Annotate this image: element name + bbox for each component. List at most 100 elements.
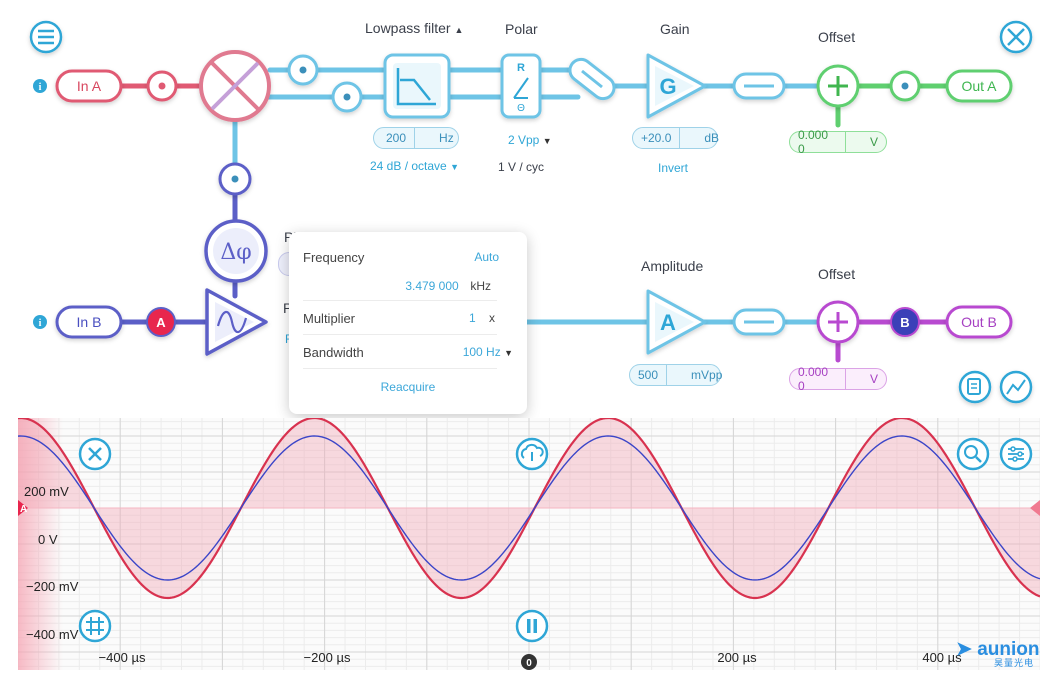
lowpass-icon[interactable] xyxy=(383,53,451,119)
output-a-label: Out A xyxy=(961,78,997,94)
gain-icon[interactable]: G xyxy=(646,53,707,119)
notes-icon[interactable] xyxy=(958,370,992,404)
info-icon[interactable]: i xyxy=(33,315,47,329)
waveform-chart: A0 xyxy=(18,418,1040,670)
brand-subtitle: 昊量光电 xyxy=(994,658,1035,668)
oscillator-popup: Frequency Auto 3.479 000 kHz Multiplier … xyxy=(289,232,527,414)
svg-text:G: G xyxy=(659,74,676,99)
upload-icon-cloud xyxy=(520,443,544,459)
plus-icon[interactable] xyxy=(816,64,860,108)
node-i[interactable] xyxy=(287,54,319,86)
sliders-icon-knob xyxy=(1017,451,1023,457)
multiplier-value-field[interactable]: 1 xyxy=(468,311,476,325)
sliders-icon-knob xyxy=(1010,446,1016,452)
output-a-button[interactable] xyxy=(945,69,1013,103)
brand-logo: ➤ aunion xyxy=(956,639,1040,660)
polar-title: Polar xyxy=(505,21,538,37)
info-icon[interactable]: i xyxy=(33,79,47,93)
zoom-icon[interactable] xyxy=(956,437,990,471)
x-tick-label: 200 µs xyxy=(717,650,757,665)
multiplier-unit: x xyxy=(489,311,495,325)
svg-text:B: B xyxy=(900,315,909,330)
trend-icon[interactable] xyxy=(999,370,1033,404)
lowpass-slope-select[interactable]: 24 dB / octave ▼ xyxy=(370,159,459,173)
channel-a-badge[interactable]: A xyxy=(146,307,176,337)
frequency-value-field[interactable]: 3.479 000 xyxy=(405,279,459,293)
frequency-mode-button[interactable]: Auto xyxy=(474,250,499,264)
svg-text:Θ: Θ xyxy=(517,103,525,114)
gain-title: Gain xyxy=(660,21,690,37)
bandwidth-label: Bandwidth xyxy=(303,345,364,360)
lowpass-title[interactable]: Lowpass filter ▲ xyxy=(365,20,464,36)
polar-icon[interactable]: R Θ xyxy=(500,53,542,119)
block-diagram: i i R Θ xyxy=(29,20,1033,404)
settings-tools-icon[interactable] xyxy=(999,20,1033,54)
minus-icon[interactable] xyxy=(732,308,786,336)
svg-text:R: R xyxy=(517,62,525,74)
sliders-icon-knob xyxy=(1012,456,1018,462)
switch-capsule[interactable] xyxy=(566,55,619,103)
pause-icon[interactable] xyxy=(515,609,549,643)
minus-icon[interactable] xyxy=(732,72,786,100)
y-tick-label: 200 mV xyxy=(24,484,69,499)
node-ref[interactable] xyxy=(218,162,252,196)
output-b-button[interactable] xyxy=(945,305,1013,339)
trigger-marker-label: A xyxy=(20,504,27,515)
x-tick-label: −400 µs xyxy=(98,650,146,665)
node-out-a[interactable] xyxy=(889,70,921,102)
cursor-marker[interactable] xyxy=(521,654,537,670)
grid-icon[interactable] xyxy=(78,609,112,643)
node-a[interactable] xyxy=(146,70,178,102)
input-a-button[interactable] xyxy=(55,69,123,103)
trigger-marker-right[interactable] xyxy=(1030,500,1040,516)
frequency-unit: kHz xyxy=(470,279,491,293)
y-tick-label: −400 mV xyxy=(26,627,79,642)
polar-range-select[interactable]: 2 Vpp ▼ xyxy=(508,133,552,147)
series-line-red xyxy=(18,418,1040,600)
zoom-icon-lens xyxy=(964,445,978,459)
zoom-icon-handle xyxy=(975,456,982,463)
x-tick-label: −200 µs xyxy=(303,650,351,665)
trigger-marker-a[interactable] xyxy=(18,500,28,516)
y-tick-label: −200 mV xyxy=(26,579,79,594)
reacquire-button[interactable]: Reacquire xyxy=(380,380,436,394)
close-icon-stroke xyxy=(88,447,102,461)
offset-b-title: Offset xyxy=(818,266,856,282)
bandwidth-select[interactable]: 100 Hz ▼ xyxy=(462,345,513,359)
series-line-blue xyxy=(18,435,1040,581)
pll-label-partial: P xyxy=(283,300,293,316)
amplitude-title: Amplitude xyxy=(641,258,704,274)
node-q[interactable] xyxy=(331,81,363,113)
cursor-marker-label: 0 xyxy=(526,658,532,669)
gain-invert-toggle[interactable]: Invert xyxy=(658,161,689,175)
svg-text:A: A xyxy=(156,315,166,330)
plus-icon[interactable] xyxy=(816,300,860,344)
multiplier-label: Multiplier xyxy=(303,311,356,326)
svg-text:i: i xyxy=(39,318,42,329)
x-tick-label: 400 µs xyxy=(922,650,962,665)
input-b-button[interactable] xyxy=(55,305,123,339)
offset-a-title: Offset xyxy=(818,29,856,45)
channel-b-badge[interactable]: B xyxy=(890,307,920,337)
amplitude-icon[interactable]: A xyxy=(646,289,707,355)
y-tick-label: 0 V xyxy=(38,532,58,547)
pause-icon-bar xyxy=(533,619,537,633)
svg-text:i: i xyxy=(39,82,42,93)
frequency-label: Frequency xyxy=(303,250,365,265)
menu-icon[interactable] xyxy=(29,20,63,54)
phase-icon[interactable]: Δφ xyxy=(204,219,268,283)
svg-text:Δφ: Δφ xyxy=(220,240,251,265)
pll-link-partial: F xyxy=(285,332,292,346)
pause-icon-bar xyxy=(527,619,531,633)
svg-text:A: A xyxy=(660,310,676,335)
input-b-label: In B xyxy=(76,314,102,330)
mixer-icon[interactable] xyxy=(199,50,271,122)
output-b-label: Out B xyxy=(961,314,997,330)
oscillator-icon[interactable] xyxy=(205,288,268,356)
